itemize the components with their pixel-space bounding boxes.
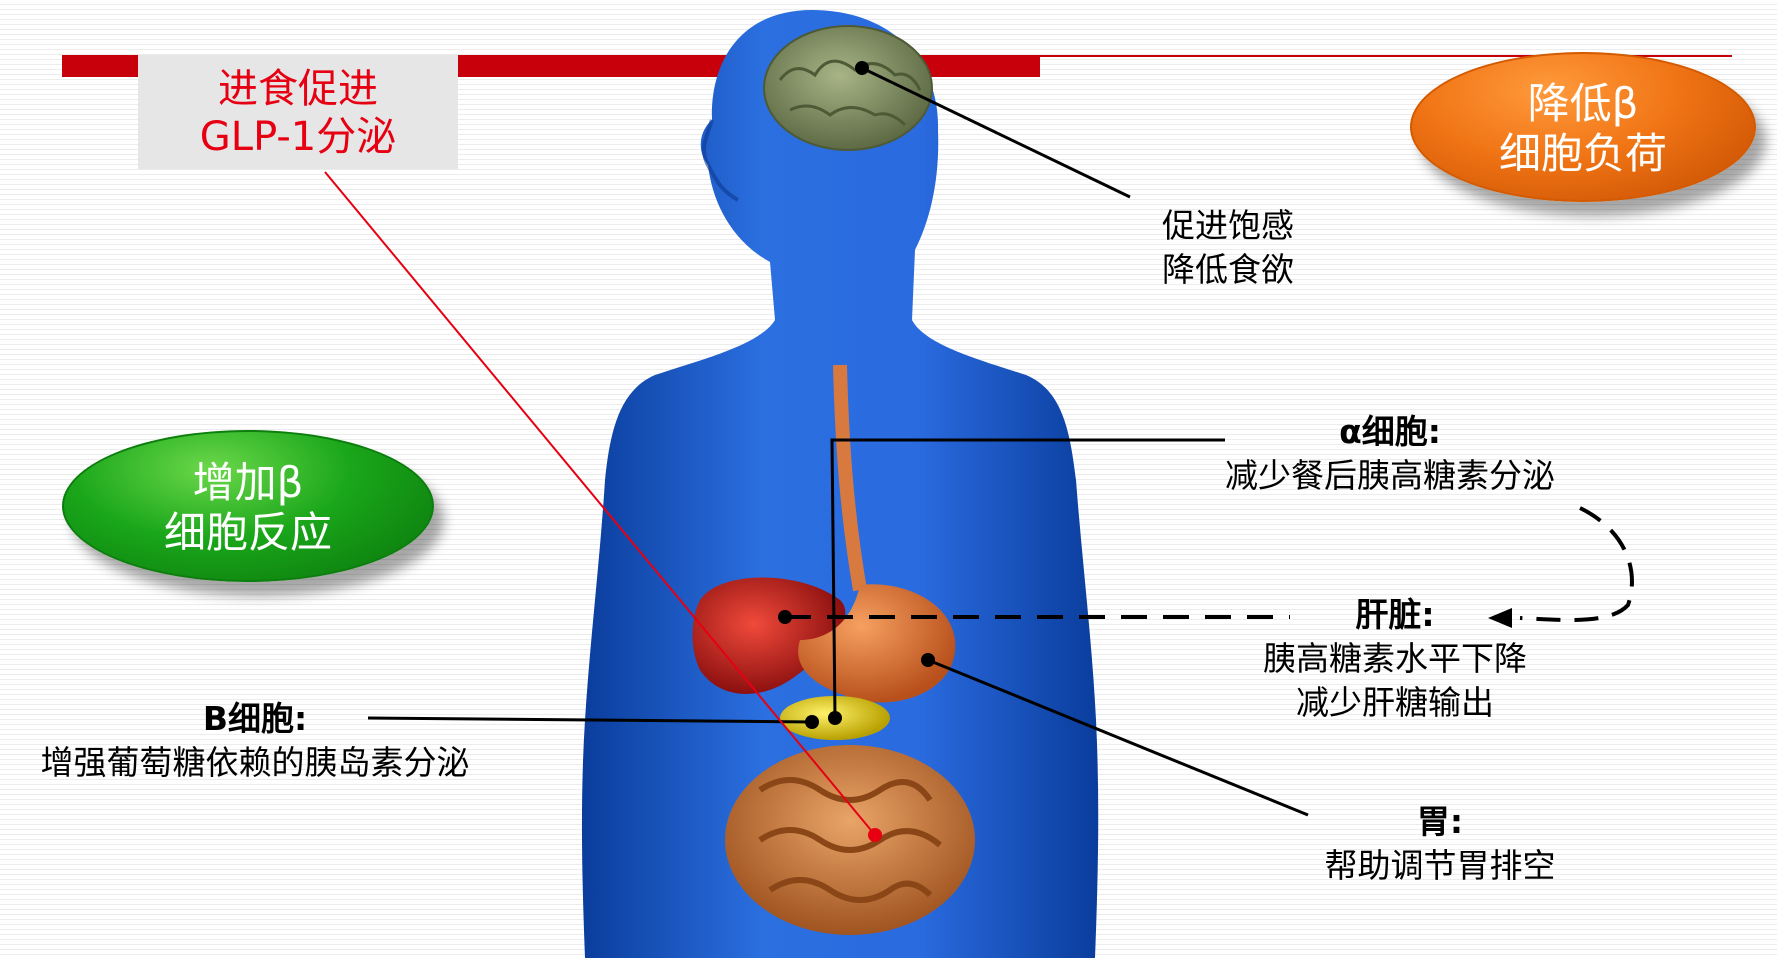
increase-beta-line1: 增加β <box>64 458 432 508</box>
stomach-desc: 帮助调节胃排空 <box>1300 844 1580 888</box>
intestines <box>725 745 975 935</box>
glp1-callout-line1: 进食促进 <box>138 65 458 113</box>
brain-label: 促进饱感 降低食欲 <box>1162 204 1294 292</box>
brain-label-line2: 降低食欲 <box>1162 248 1294 292</box>
glp1-callout-line2: GLP-1分泌 <box>138 113 458 161</box>
stomach-title: 胃: <box>1300 800 1580 844</box>
alpha-cell-desc: 减少餐后胰高糖素分泌 <box>1200 454 1580 498</box>
beta-cell-desc: 增强葡萄糖依赖的胰岛素分泌 <box>10 741 500 785</box>
increase-beta-line2: 细胞反应 <box>64 508 432 558</box>
reduce-beta-line2: 细胞负荷 <box>1412 129 1754 179</box>
reduce-beta-oval: 降低β 细胞负荷 <box>1410 52 1756 202</box>
liver-title: 肝脏: <box>1235 593 1555 637</box>
beta-cell-title: B细胞: <box>10 697 500 741</box>
reduce-beta-line1: 降低β <box>1412 79 1754 129</box>
liver-label: 肝脏: 胰高糖素水平下降 减少肝糖输出 <box>1235 593 1555 725</box>
alpha-cell-title: α细胞: <box>1200 410 1580 454</box>
increase-beta-oval: 增加β 细胞反应 <box>62 430 434 582</box>
glp1-callout: 进食促进 GLP-1分泌 <box>138 55 458 169</box>
beta-cell-label: B细胞: 增强葡萄糖依赖的胰岛素分泌 <box>10 697 500 785</box>
alpha-cell-label: α细胞: 减少餐后胰高糖素分泌 <box>1200 410 1580 498</box>
brain-label-line1: 促进饱感 <box>1162 204 1294 248</box>
liver-desc1: 胰高糖素水平下降 <box>1235 637 1555 681</box>
liver-desc2: 减少肝糖输出 <box>1235 681 1555 725</box>
stomach-label: 胃: 帮助调节胃排空 <box>1300 800 1580 888</box>
